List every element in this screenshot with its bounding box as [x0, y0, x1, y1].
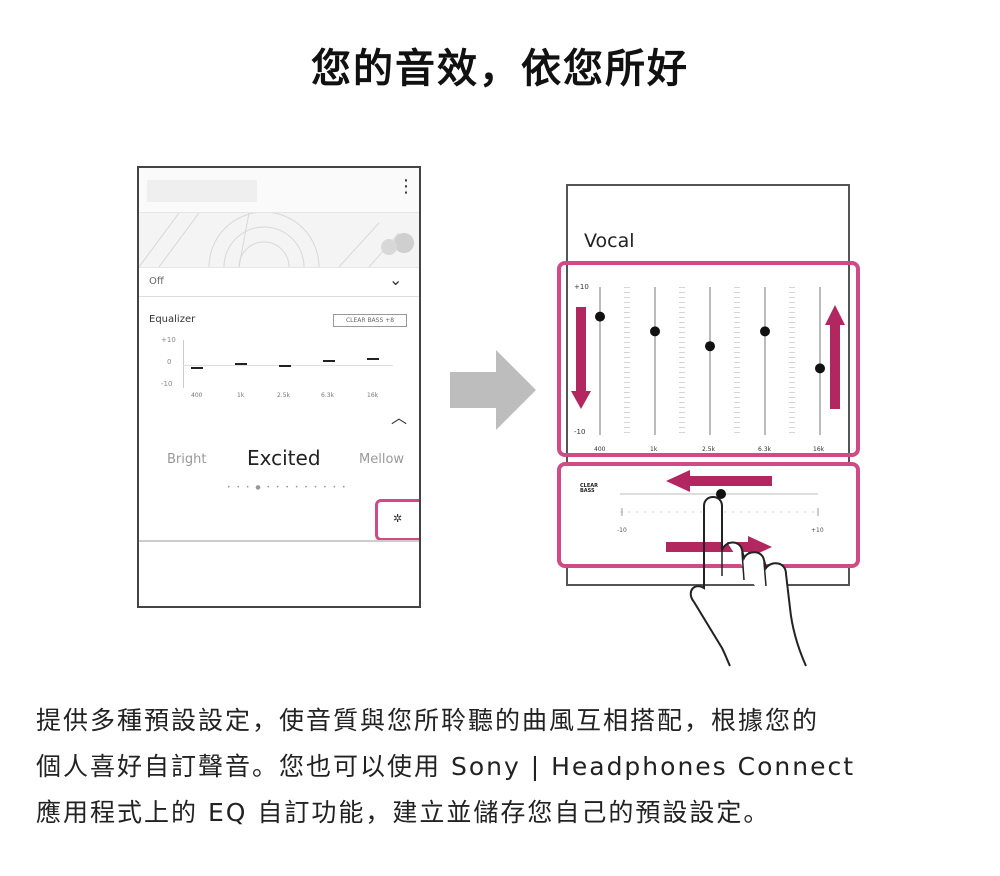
clear-bass-value: +8	[385, 317, 395, 324]
eq-band-label: 1k	[237, 392, 245, 399]
sound-mode-value[interactable]: Off	[149, 276, 164, 287]
right-arrow-icon	[450, 350, 536, 430]
eq-band-label: 2.5k	[277, 392, 291, 399]
banner-graphic	[139, 211, 414, 268]
eq-band-level	[191, 367, 203, 370]
clear-bass-knob[interactable]	[716, 489, 726, 499]
caption-line: 提供多種預設設定，使音質與您所聆聽的曲風互相搭配，根據您的	[36, 706, 820, 735]
eq-axis-min: -10	[161, 380, 173, 388]
eq-axis-line	[183, 340, 184, 388]
clear-bass-max: +10	[811, 527, 824, 534]
eq-axis-zero: 0	[167, 358, 172, 366]
eq-slider-knob[interactable]	[815, 363, 825, 374]
caption: 提供多種預設設定，使音質與您所聆聽的曲風互相搭配，根據您的 個人喜好自訂聲音。您…	[36, 698, 855, 836]
gear-icon[interactable]: ✲	[393, 512, 403, 525]
eq-axis-max: +10	[574, 283, 589, 291]
eq-slider-knob[interactable]	[595, 311, 605, 322]
eq-band-label: 6.3k	[758, 446, 772, 453]
eq-band-level	[235, 362, 247, 365]
eq-band-label: 16k	[813, 446, 825, 453]
caption-line: 個人喜好自訂聲音。您也可以使用 Sony | Headphones Connec…	[36, 752, 856, 781]
chevron-up-icon[interactable]: ︿	[391, 408, 408, 427]
down-arrow-icon	[571, 307, 591, 409]
header-banner-image	[139, 211, 419, 268]
clear-bass-logo: CLEAR BASS	[580, 483, 598, 494]
divider	[139, 540, 419, 542]
eq-highlight	[557, 261, 860, 457]
eq-slider-knob[interactable]	[650, 326, 660, 337]
phone-screen-presets: ⋮ Off ⌄ Equalizer CLEAR BASS +8 +10 0 -1…	[137, 166, 421, 608]
preset-title: Vocal	[584, 230, 635, 252]
eq-slider-knob[interactable]	[760, 326, 770, 337]
clear-bass-chip[interactable]: CLEAR BASS +8	[333, 314, 407, 327]
app-bar-title	[147, 180, 257, 202]
equalizer-label: Equalizer	[149, 314, 196, 325]
clear-bass-min: -10	[617, 527, 627, 534]
preset-pager-dots: • • • ● • • • • • • • • •	[227, 484, 348, 491]
caption-line: 應用程式上的 EQ 自訂功能，建立並儲存您自己的預設設定。	[36, 798, 771, 827]
eq-band-label: 1k	[650, 446, 658, 453]
eq-band-label: 16k	[367, 392, 379, 399]
eq-band-label: 2.5k	[702, 446, 716, 453]
eq-axis-max: +10	[161, 336, 176, 344]
eq-band-level	[279, 365, 291, 367]
more-vert-icon[interactable]: ⋮	[397, 176, 415, 197]
clear-bass-slider[interactable]	[560, 466, 856, 564]
chevron-down-icon[interactable]: ⌄	[389, 270, 403, 289]
eq-slider-knob[interactable]	[705, 341, 715, 352]
eq-axis-min: -10	[574, 428, 586, 436]
eq-band-label: 6.3k	[321, 392, 335, 399]
up-arrow-icon	[825, 305, 845, 409]
preset-prev[interactable]: Bright	[167, 452, 207, 467]
preset-next[interactable]: Mellow	[359, 452, 405, 467]
eq-band-level	[367, 357, 379, 360]
left-arrow-icon	[666, 470, 772, 492]
eq-band-label: 400	[594, 446, 606, 453]
clear-bass-label: CLEAR BASS	[345, 317, 384, 324]
eq-band-label: 400	[191, 392, 203, 399]
divider	[139, 296, 419, 297]
headline: 您的音效，依您所好	[311, 46, 689, 92]
eq-sliders[interactable]	[560, 265, 856, 453]
hand-pointer-icon	[689, 496, 807, 667]
eq-band-level	[323, 360, 335, 363]
settings-highlight	[375, 499, 419, 541]
preset-current[interactable]: Excited	[247, 446, 321, 470]
